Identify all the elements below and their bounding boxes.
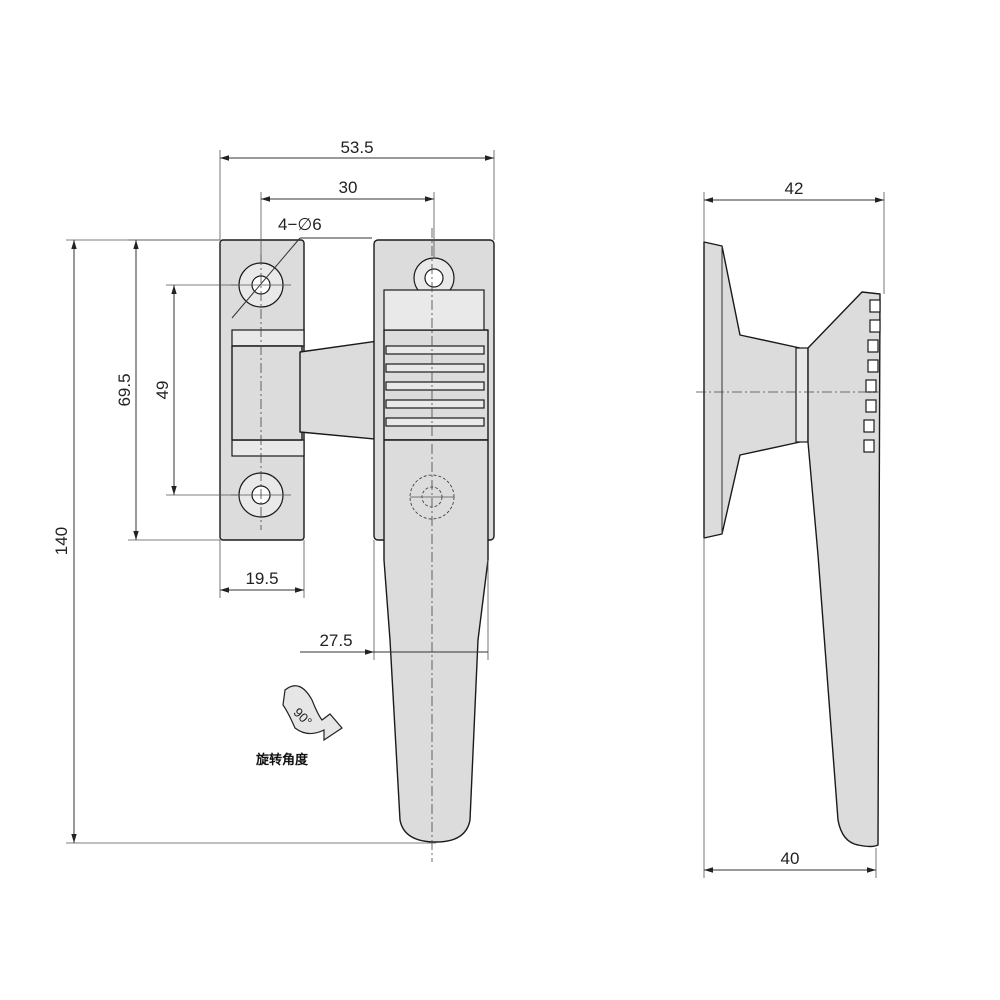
dim-side-depth-bottom: 40 (781, 849, 800, 868)
dim-hole-spec: 4−∅6 (278, 215, 322, 234)
front-view (219, 239, 495, 843)
side-handle-lever (807, 291, 881, 848)
side-view (703, 241, 881, 848)
connecting-neck (299, 339, 386, 441)
dim-hole-spacing-vertical: 49 (153, 381, 172, 400)
grip-rib-lines (385, 345, 485, 427)
handle-lever (383, 439, 489, 843)
dim-mount-height: 69.5 (115, 373, 134, 406)
dim-total-length: 140 (52, 527, 71, 555)
dim-side-depth-top: 42 (785, 179, 804, 198)
side-back-plate (703, 241, 801, 539)
rotation-indicator: 90° (282, 685, 343, 742)
rotation-label: 旋转角度 (255, 752, 309, 768)
dim-overall-width: 53.5 (340, 138, 373, 157)
dim-hole-spacing-horizontal: 30 (339, 178, 358, 197)
dim-handle-width: 27.5 (319, 631, 352, 650)
side-grip-ribs (863, 299, 881, 453)
dim-base-width: 19.5 (245, 569, 278, 588)
